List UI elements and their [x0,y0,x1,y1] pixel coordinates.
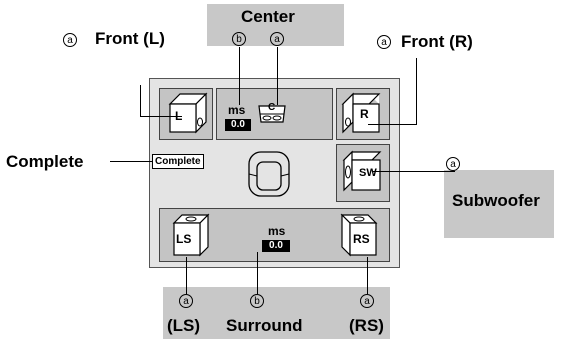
front-right-speaker-icon [341,92,381,134]
listener-seat-icon [248,151,290,197]
front-delay-value: 0.0 [225,119,251,131]
surround-right-speaker-label: RS [353,232,370,246]
center-speaker-icon [258,105,286,123]
leader-front-left-v [140,116,182,117]
leader-center-b [239,47,240,105]
complete-indicator: Complete [152,154,204,169]
leader-front-right-v [416,58,417,124]
surround-delay-unit: ms [268,224,286,238]
subwoofer-label: Subwoofer [452,191,540,210]
leader-surround-right [367,257,368,294]
leader-complete [110,161,152,162]
subwoofer-speaker-label: SW [359,167,377,179]
leader-subwoofer-h [372,171,455,172]
front-delay-unit: ms [228,103,246,117]
surround-right-speaker-icon [340,213,378,257]
marker-b-surround: b [250,294,264,308]
marker-a-front-left: a [63,33,77,47]
surround-left-speaker-icon [172,213,210,257]
subwoofer-icon [342,150,382,192]
leader-surround-b-v [257,252,258,294]
front-right-speaker-label: R [360,107,369,121]
surround-delay-value: 0.0 [262,240,290,252]
leader-front-left-h [140,85,141,116]
center-speaker-label: C [268,102,276,113]
marker-a-surround-right: a [360,294,374,308]
marker-a-center: a [270,32,284,46]
marker-b-center: b [232,32,246,46]
leader-center-a [277,47,278,105]
leader-front-right-h [368,124,417,125]
center-label: Center [241,7,295,26]
leader-surround-left [186,257,187,294]
surround-right-label: (RS) [349,316,384,335]
marker-a-front-right: a [377,35,391,49]
front-left-speaker-icon [168,92,208,134]
front-left-label: Front (L) [95,29,165,48]
complete-label: Complete [6,152,84,171]
surround-label: Surround [226,316,303,335]
marker-a-subwoofer: a [446,157,460,171]
surround-left-label: (LS) [167,316,201,335]
center-cell [216,88,333,140]
subwoofer-label-bg [444,170,554,238]
surround-left-speaker-label: LS [176,232,192,246]
surround-label-bg [163,287,390,339]
marker-a-surround-left: a [179,294,193,308]
front-right-label: Front (R) [401,32,473,51]
